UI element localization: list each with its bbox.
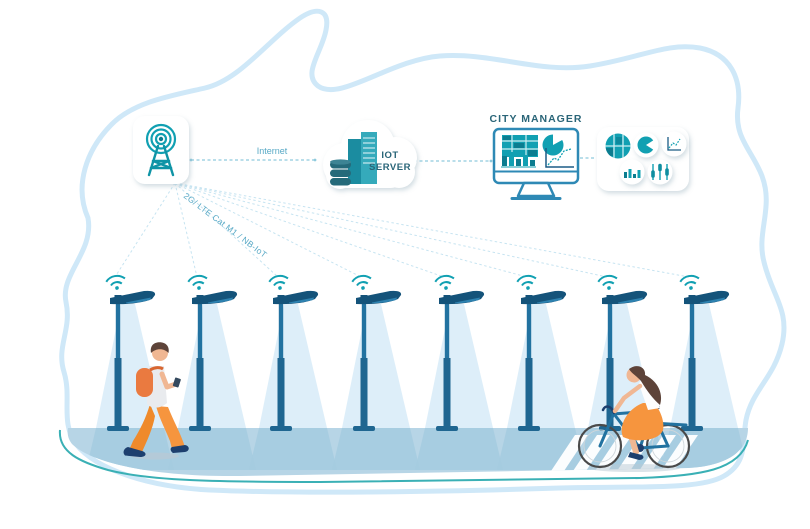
dashboard-card — [597, 127, 689, 191]
pedestrian — [123, 342, 189, 460]
city-manager-monitor: CITY MANAGER — [490, 113, 583, 200]
city-manager-label: CITY MANAGER — [490, 113, 583, 125]
map-chart — [502, 135, 538, 157]
streetlight-5 — [424, 273, 494, 432]
wavy-border — [59, 8, 787, 495]
cell-tower-icon — [145, 123, 177, 177]
ground-outline — [58, 429, 749, 484]
cell-tower-card — [133, 116, 189, 184]
radio-waves-icon — [145, 123, 177, 155]
pie-chart — [542, 132, 564, 156]
cyclist — [577, 366, 691, 472]
monitor-stand — [516, 181, 556, 198]
phone — [172, 377, 181, 388]
server-rack-icon — [330, 132, 377, 186]
iot-server-label-line2: SERVER — [369, 162, 411, 173]
dashboard-bars-icon — [619, 159, 645, 185]
dashboard-pie-icon — [633, 132, 659, 158]
iot-server-label-line1: IOT — [381, 150, 398, 161]
streetlight-6 — [506, 273, 576, 432]
iot-server-cloud: IOT SERVER — [323, 120, 417, 189]
internet-label: Internet — [257, 146, 288, 156]
dashboard-map-icon — [605, 133, 631, 159]
database-icon — [330, 159, 351, 186]
dashboard-line-icon — [661, 131, 687, 157]
radio-links — [114, 182, 690, 278]
streetlight-3 — [258, 273, 328, 432]
bar-chart — [501, 152, 536, 168]
line-chart — [545, 148, 574, 168]
connector-lines — [191, 157, 596, 162]
streetlight-2 — [177, 273, 247, 432]
streetlight-8 — [669, 273, 739, 432]
dashboard-sliders-icon — [647, 159, 673, 185]
radio-label: 2G/ LTE Cat M1 / NB-IoT — [182, 191, 269, 260]
streetlight-4 — [341, 273, 411, 432]
